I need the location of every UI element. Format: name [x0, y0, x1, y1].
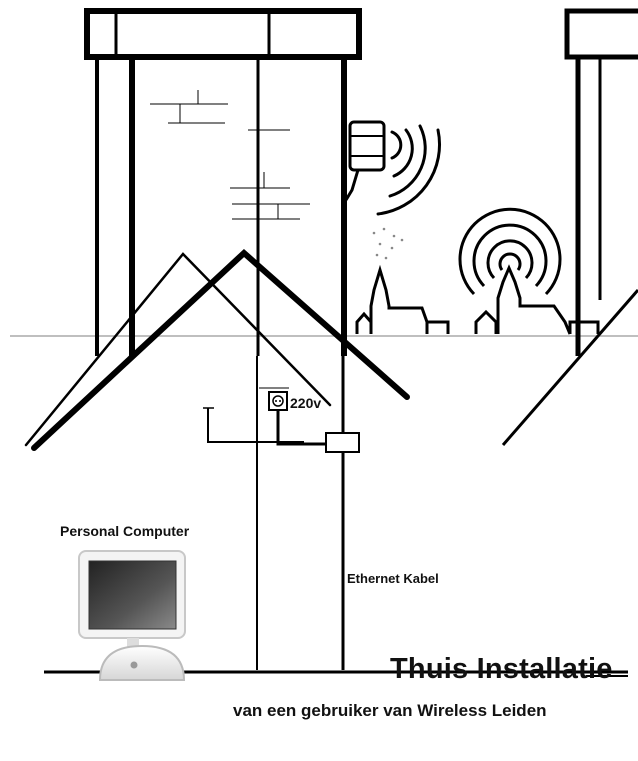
chimney-icon [84, 8, 362, 356]
poe-adapter-icon [325, 432, 360, 453]
church-tower-icon [355, 264, 450, 334]
chimney-icon-right [501, 8, 638, 446]
diagram-title: Thuis Installatie [390, 653, 613, 685]
signal-dots [372, 227, 404, 260]
diagram-subtitle: van een gebruiker van Wireless Leiden [233, 701, 547, 720]
roof-icon [24, 248, 410, 451]
computer-monitor-icon [78, 550, 186, 681]
power-socket-icon [268, 391, 288, 411]
brick-pattern [150, 90, 310, 220]
ethernet-cable-label: Ethernet Kabel [347, 571, 439, 586]
antenna-icon [344, 120, 386, 201]
church-tower-icon-2 [474, 264, 600, 335]
signal-waves-icon [376, 124, 442, 216]
signal-waves-icon-2 [458, 207, 562, 296]
voltage-label: 220v [290, 395, 322, 411]
personal-computer-label: Personal Computer [60, 523, 190, 539]
